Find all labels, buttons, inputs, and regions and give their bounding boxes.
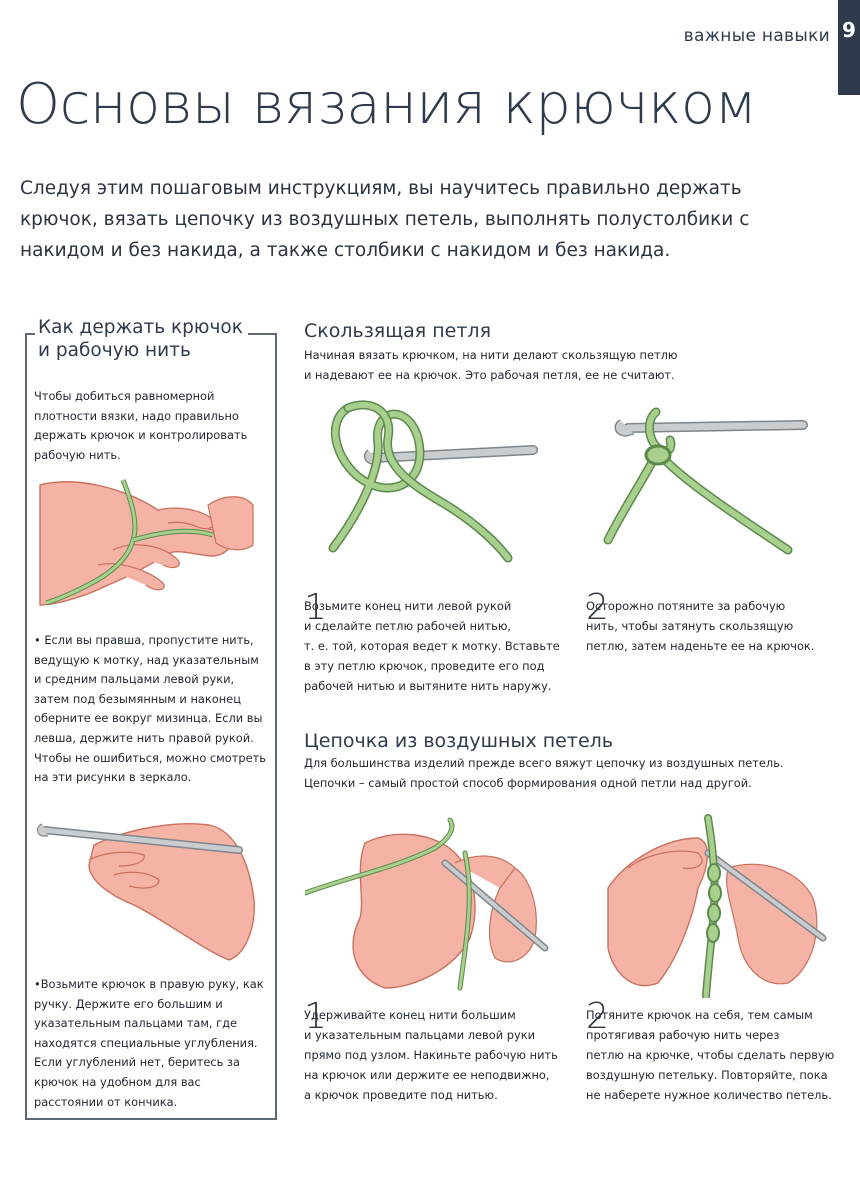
chain-subtitle-line1: Для большинства изделий прежде всего вяж… bbox=[304, 756, 784, 770]
sidebar-para-2: • Если вы правша, пропустите нить, ведущ… bbox=[34, 633, 266, 785]
step-number: 2 bbox=[586, 996, 609, 1037]
chain-step2-illustration bbox=[607, 814, 827, 998]
sidebar-box-border bbox=[248, 333, 277, 335]
hand-holding-hook-illustration bbox=[36, 823, 255, 961]
slip-knot-step-2: 2 Осторожно потяните за рабочую нить, чт… bbox=[586, 590, 836, 656]
step-text: Удерживайте конец нити большим и указате… bbox=[304, 1008, 558, 1102]
slip-knot-subtitle-line1: Начиная вязать крючком, на нити делают с… bbox=[304, 348, 678, 362]
hand-holding-yarn-illustration bbox=[39, 479, 254, 606]
step-number: 1 bbox=[304, 587, 327, 628]
page-title: Основы вязания крючком bbox=[16, 72, 757, 137]
chain-step-1: 1 Удерживайте конец нити большим и указа… bbox=[304, 999, 574, 1105]
intro-paragraph: Следуя этим пошаговым инструкциям, вы на… bbox=[20, 178, 750, 261]
step-text: Потяните крючок на себя, тем самым протя… bbox=[586, 1008, 835, 1102]
chain-subtitle-line2: Цепочки – самый простой способ формирова… bbox=[304, 776, 752, 790]
step-text: Осторожно потяните за рабочую нить, чтоб… bbox=[586, 599, 815, 653]
chain-step-2: 2 Потяните крючок на себя, тем самым про… bbox=[586, 999, 846, 1105]
sidebar-title: Как держать крючок и рабочую нить bbox=[38, 316, 243, 362]
slip-knot-heading: Скользящая петля bbox=[304, 320, 492, 342]
sidebar-box-border bbox=[25, 333, 35, 335]
sidebar-title-line2: и рабочую нить bbox=[38, 340, 191, 361]
slip-knot-subtitle-line2: и надевают ее на крючок. Это рабочая пет… bbox=[304, 368, 675, 382]
sidebar-title-line1: Как держать крючок bbox=[38, 317, 243, 338]
step-number: 2 bbox=[586, 587, 609, 628]
slip-knot-step-1: 1 Возьмите конец нити левой рукой и сдел… bbox=[304, 590, 574, 696]
chain-heading: Цепочка из воздушных петель bbox=[304, 730, 613, 752]
sidebar-box bbox=[25, 333, 277, 1120]
step-text: Возьмите конец нити левой рукой и сделай… bbox=[304, 599, 560, 693]
slip-knot-loop-illustration bbox=[328, 400, 538, 563]
chain-step1-illustration bbox=[305, 817, 549, 991]
page-number-tab: 9 bbox=[838, 0, 860, 95]
step-number: 1 bbox=[304, 996, 327, 1037]
sidebar-para-3: •Возьмите крючок в правую руку, как ручк… bbox=[34, 977, 264, 1109]
slip-knot-tightened-illustration bbox=[603, 407, 808, 555]
sidebar-para-1: Чтобы добиться равномерной плотности вяз… bbox=[34, 389, 248, 462]
section-label: важные навыки bbox=[683, 26, 830, 46]
